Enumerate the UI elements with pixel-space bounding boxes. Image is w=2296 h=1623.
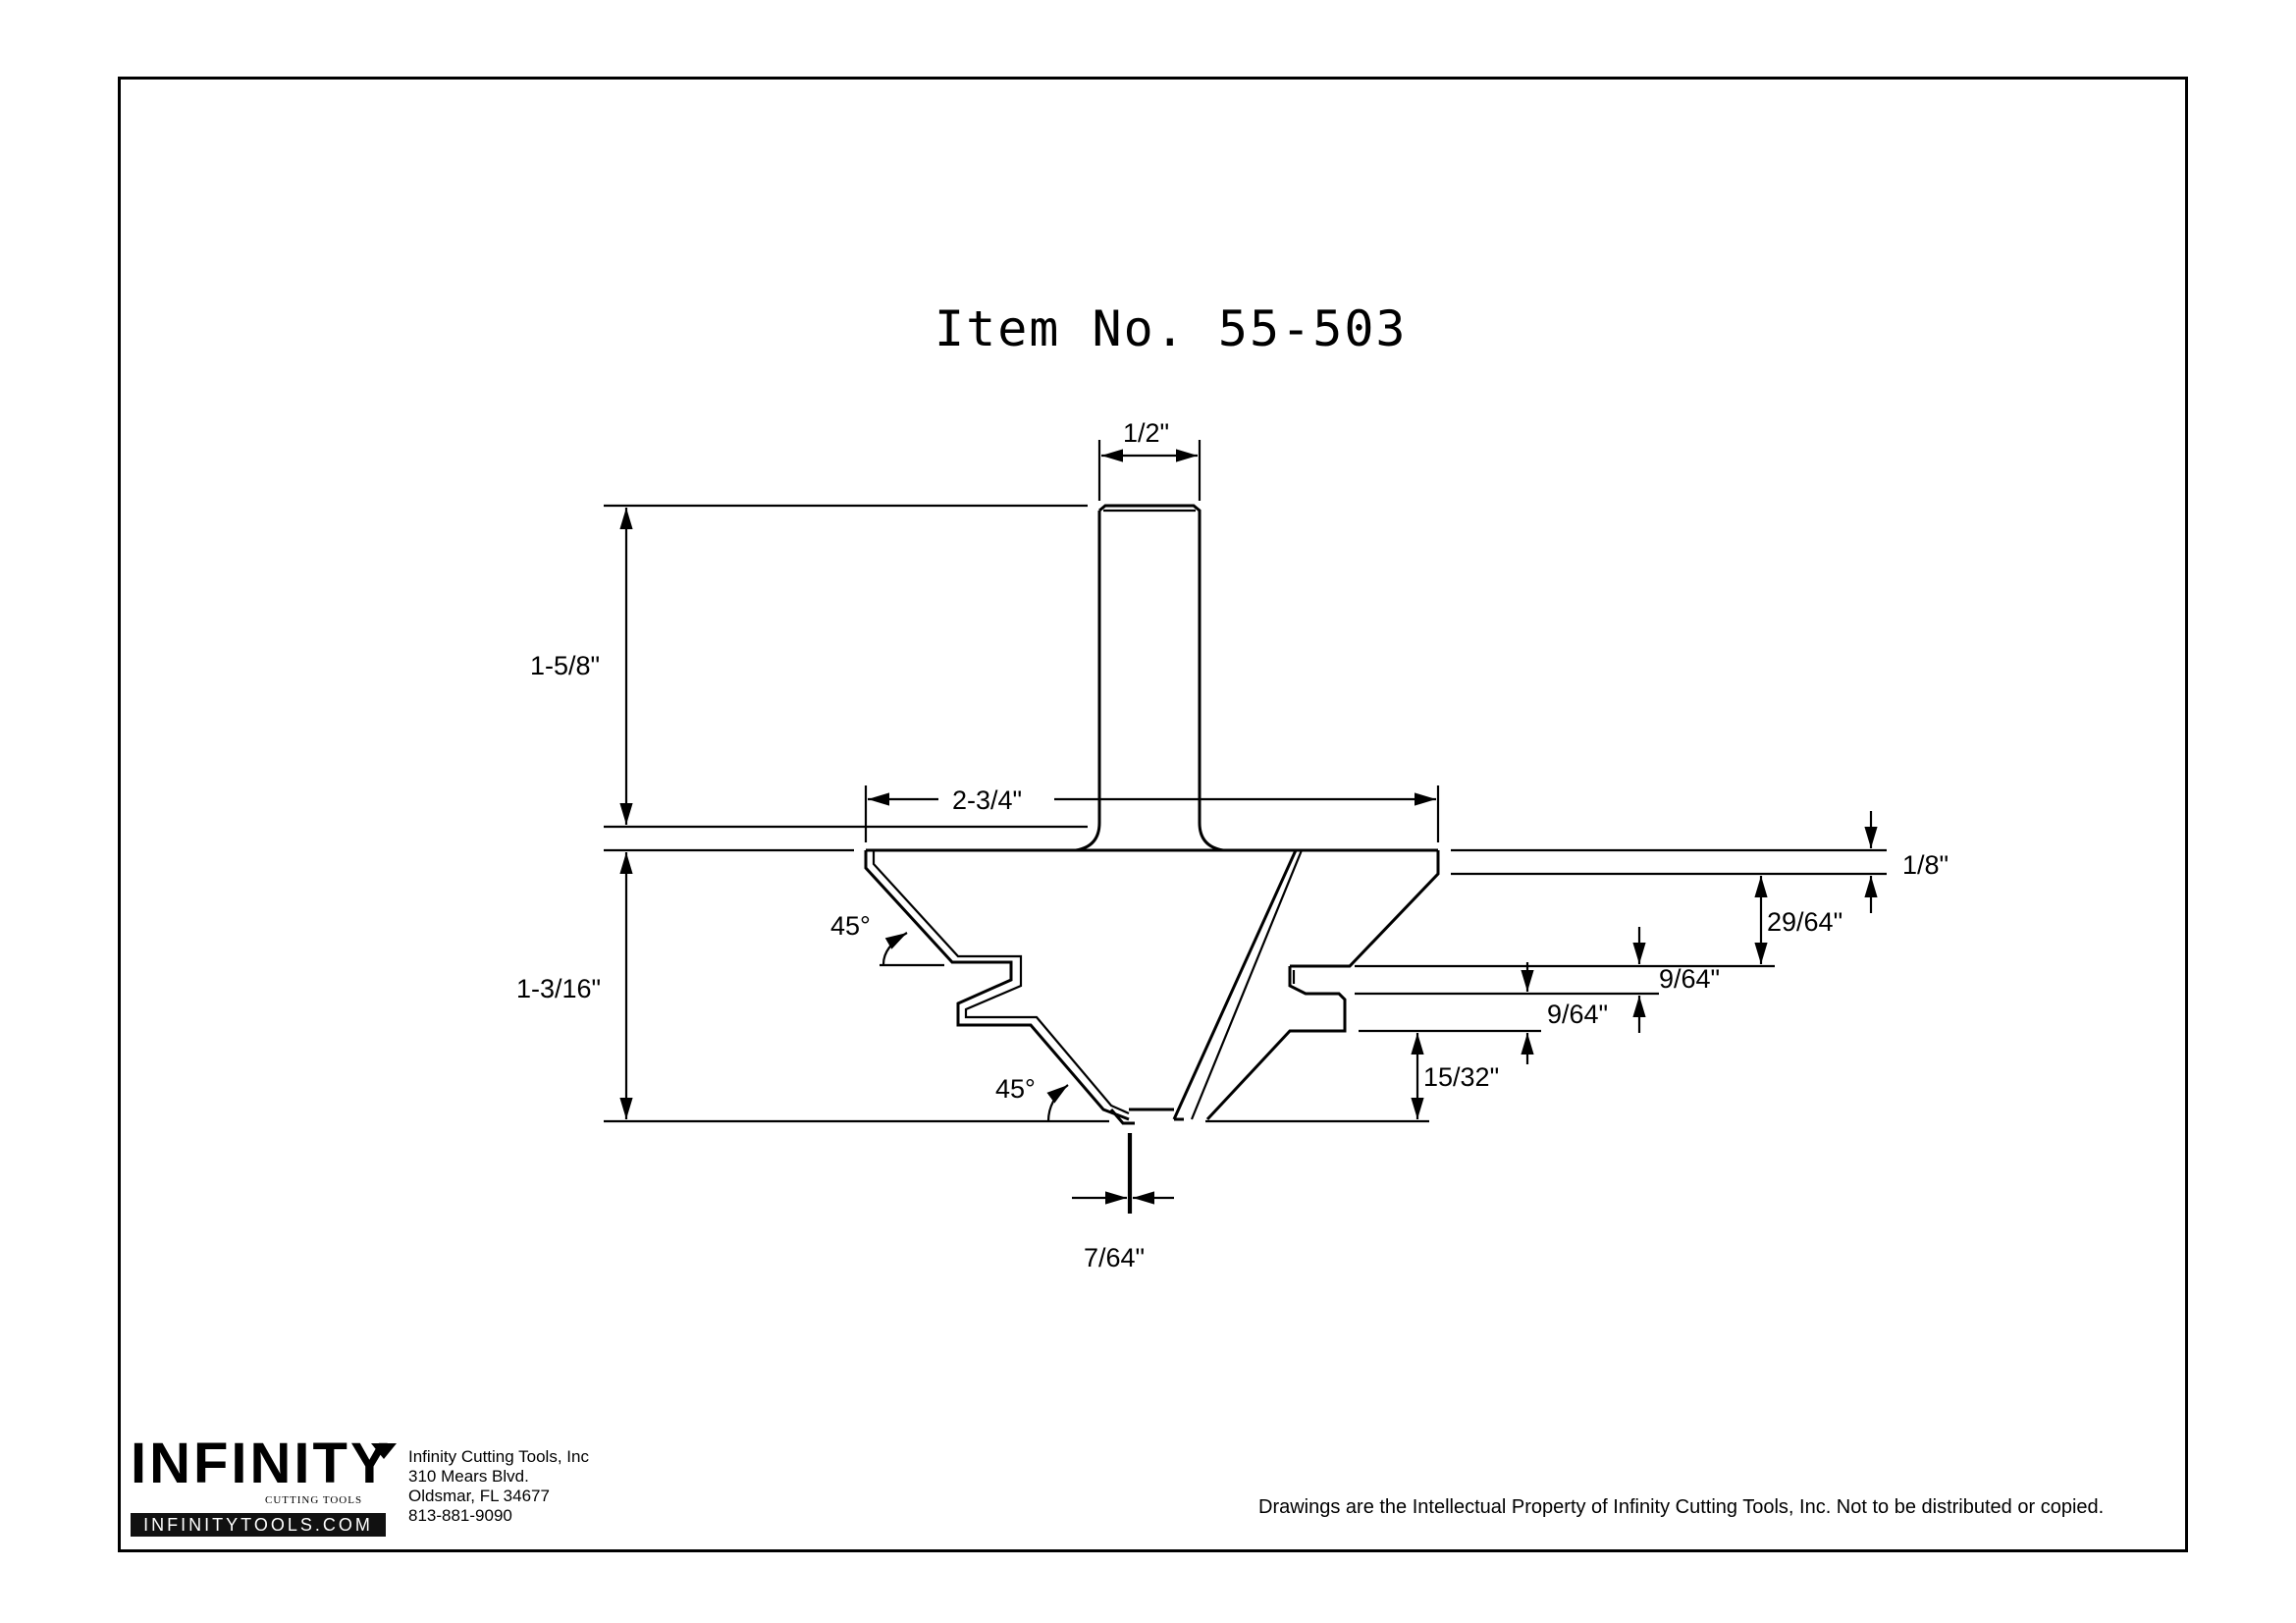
dim-cutting-height: 1-3/16" (516, 974, 601, 1003)
dim-angle-upper: 45° (830, 911, 871, 941)
company-logo-subtitle: CUTTING TOOLS (265, 1494, 363, 1506)
logo-triangle-icon (371, 1443, 397, 1459)
dim-shank-diameter: 1/2" (1123, 418, 1169, 448)
router-bit-cutter (864, 848, 1440, 1125)
company-website: INFINITYTOOLS.COM (131, 1513, 386, 1537)
dim-shank-length: 1-5/8" (530, 651, 600, 680)
dim-step-upper: 29/64" (1767, 907, 1842, 937)
dim-tip-width: 7/64" (1084, 1243, 1145, 1272)
dim-angle-lower: 45° (995, 1074, 1036, 1104)
dim-groove-width: 9/64" (1547, 1000, 1608, 1029)
company-street: 310 Mears Blvd. (408, 1467, 529, 1486)
dimension-labels: 1/2" 1-5/8" 2-3/4" 1-3/16" 1/8" 29/64" 9… (516, 418, 1949, 1272)
dim-cutting-diameter: 2-3/4" (952, 785, 1022, 815)
dim-bottom-height: 15/32" (1423, 1062, 1499, 1092)
dimension-lines (604, 440, 1887, 1214)
drawing-title: Item No. 55-503 (934, 300, 1408, 357)
dim-groove-top: 9/64" (1659, 964, 1720, 994)
copyright-notice: Drawings are the Intellectual Property o… (1258, 1496, 2105, 1518)
company-name: Infinity Cutting Tools, Inc (408, 1447, 589, 1466)
company-logo: INFINITY (131, 1432, 392, 1495)
sheet-border (118, 77, 2188, 1552)
dim-top-thickness: 1/8" (1902, 850, 1949, 880)
company-address: Infinity Cutting Tools, Inc 310 Mears Bl… (408, 1447, 589, 1526)
company-city: Oldsmar, FL 34677 (408, 1487, 550, 1505)
company-phone: 813-881-9090 (408, 1506, 512, 1525)
